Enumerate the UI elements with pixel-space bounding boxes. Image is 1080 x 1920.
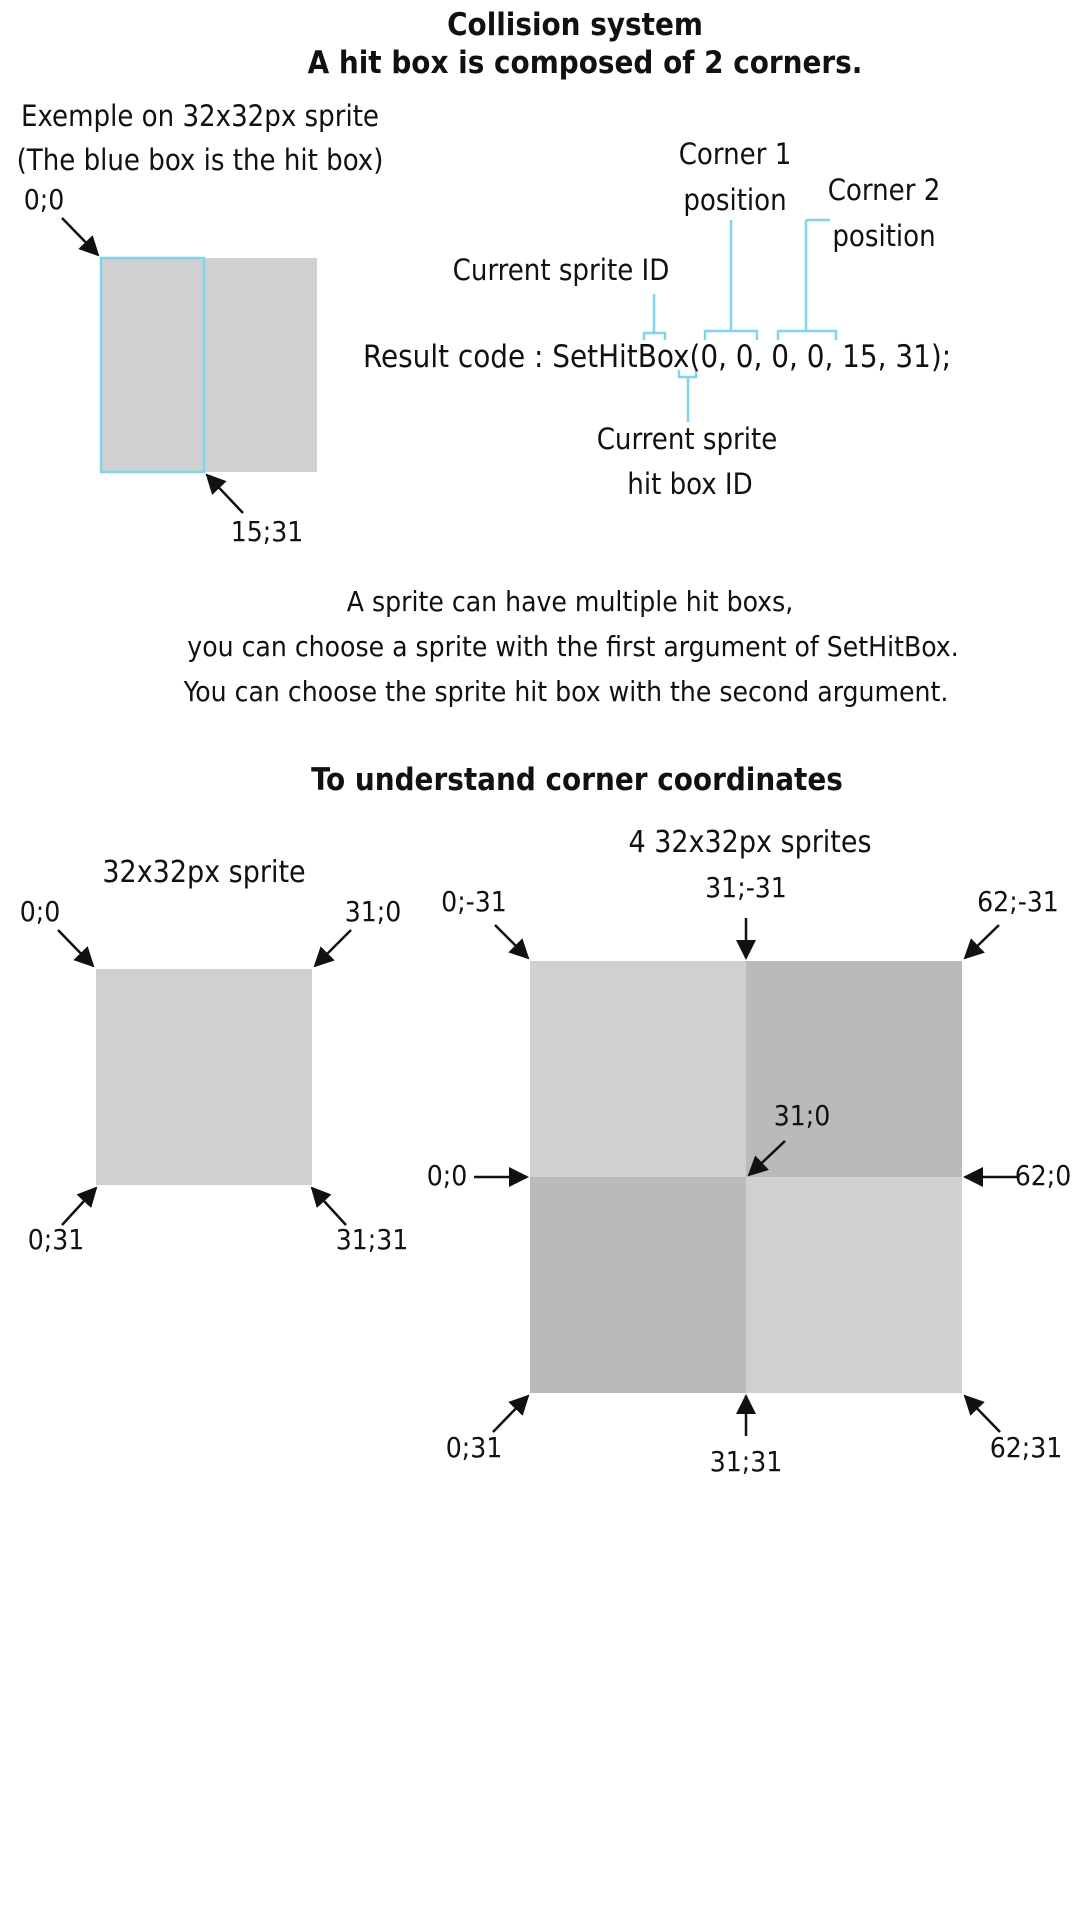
grid-sprite-bottom-left [530,1177,746,1393]
hitbox-id-label-line-2: hit box ID [627,467,753,501]
paragraph-line-3: You can choose the sprite hit box with t… [183,675,949,708]
example-sprite [101,258,317,472]
title-line-1: Collision system [447,7,703,43]
example-hitbox [99,256,206,474]
hitbox-id-label-line-1: Current sprite [596,422,778,456]
grid-coord-top-left: 0;-31 [441,885,507,918]
corner2-label-line-2: position [832,219,936,253]
example-caption-1: Exemple on 32x32px sprite [21,99,379,133]
single-coord-bottom-right: 31;31 [335,1223,409,1256]
paragraph-line-1: A sprite can have multiple hit boxs, [346,585,794,618]
grid-coord-center: 31;0 [773,1099,831,1132]
grid-coord-bottom-left: 0;31 [445,1431,503,1464]
single-sprite-caption: 32x32px sprite [102,855,306,890]
single-coord-bottom-left: 0;31 [27,1223,85,1256]
grid-coord-top-right: 62;-31 [977,885,1059,918]
corner1-label-line-2: position [683,183,787,217]
grid-sprite-bottom-right [746,1177,962,1393]
grid-arrows [474,918,1018,1436]
grid-coord-top-mid: 31;-31 [705,871,787,904]
grid-coord-mid-right: 62;0 [1014,1159,1072,1192]
example-caption-2: (The blue box is the hit box) [16,143,384,177]
grid-caption: 4 32x32px sprites [628,825,872,860]
single-coord-top-left: 0;0 [19,895,61,928]
grid-coord-mid-left: 0;0 [426,1159,468,1192]
arrow-example-top-left [61,217,100,257]
grid-coord-bottom-right: 62;31 [989,1431,1063,1464]
result-code: Result code : SetHitBox(0, 0, 0, 0, 15, … [363,339,952,375]
paragraph-line-2: you can choose a sprite with the first a… [187,630,959,663]
single-sprite-arrows [57,929,352,1226]
code-brackets [642,218,838,422]
example-coord-bottom-right: 15;31 [230,515,304,548]
example-coord-top-left: 0;0 [23,183,65,216]
grid-sprite-top-right [746,961,962,1177]
corner2-label-line-1: Corner 2 [827,173,941,207]
grid-coord-bottom-mid: 31;31 [709,1445,783,1478]
arrow-example-bottom-right [205,473,244,514]
coordinates-heading: To understand corner coordinates [311,762,843,798]
grid-sprite-top-left [530,961,746,1177]
single-coord-top-right: 31;0 [344,895,402,928]
single-sprite [96,969,312,1185]
sprite-id-label: Current sprite ID [452,253,670,287]
corner1-label-line-1: Corner 1 [678,137,792,171]
title-line-2: A hit box is composed of 2 corners. [307,45,863,81]
